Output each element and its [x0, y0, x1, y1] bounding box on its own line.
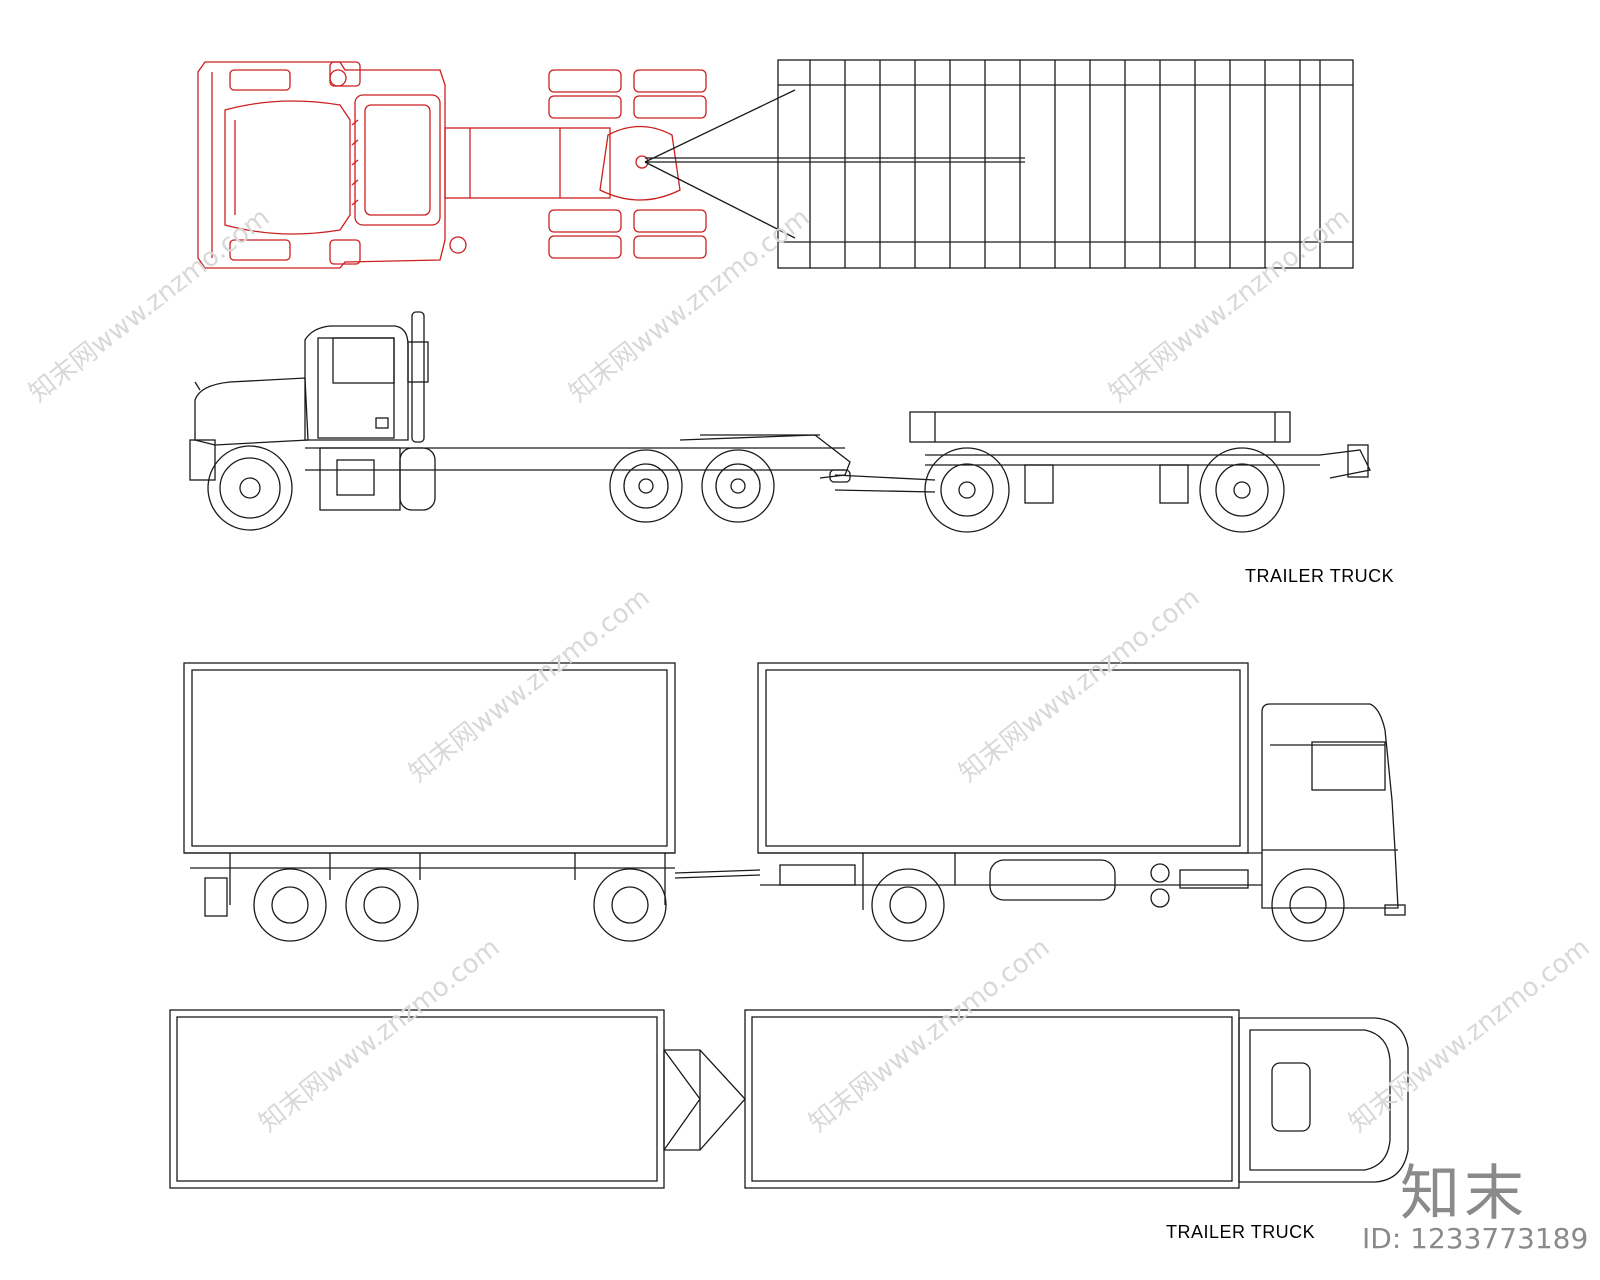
deck-stakes	[809, 60, 1321, 268]
bottom-view-caption: TRAILER TRUCK	[1166, 1222, 1316, 1242]
top-view-box-trailer	[169, 1009, 746, 1189]
side-view-dolly-trailer	[829, 411, 1371, 533]
image-id-label: ID: 1233773189	[1362, 1222, 1589, 1255]
side-view-truck	[189, 311, 851, 531]
brand-logo-text: 知末	[1400, 1159, 1528, 1229]
top-view-red-tractor	[197, 61, 707, 269]
top-view-flatbed-trailer	[644, 59, 1354, 269]
side-view-box-truck	[757, 662, 1406, 942]
top-view-box-truck	[744, 1009, 1409, 1189]
top-view-caption: TRAILER TRUCK	[1245, 566, 1395, 586]
side-view-box-trailer	[183, 662, 761, 942]
